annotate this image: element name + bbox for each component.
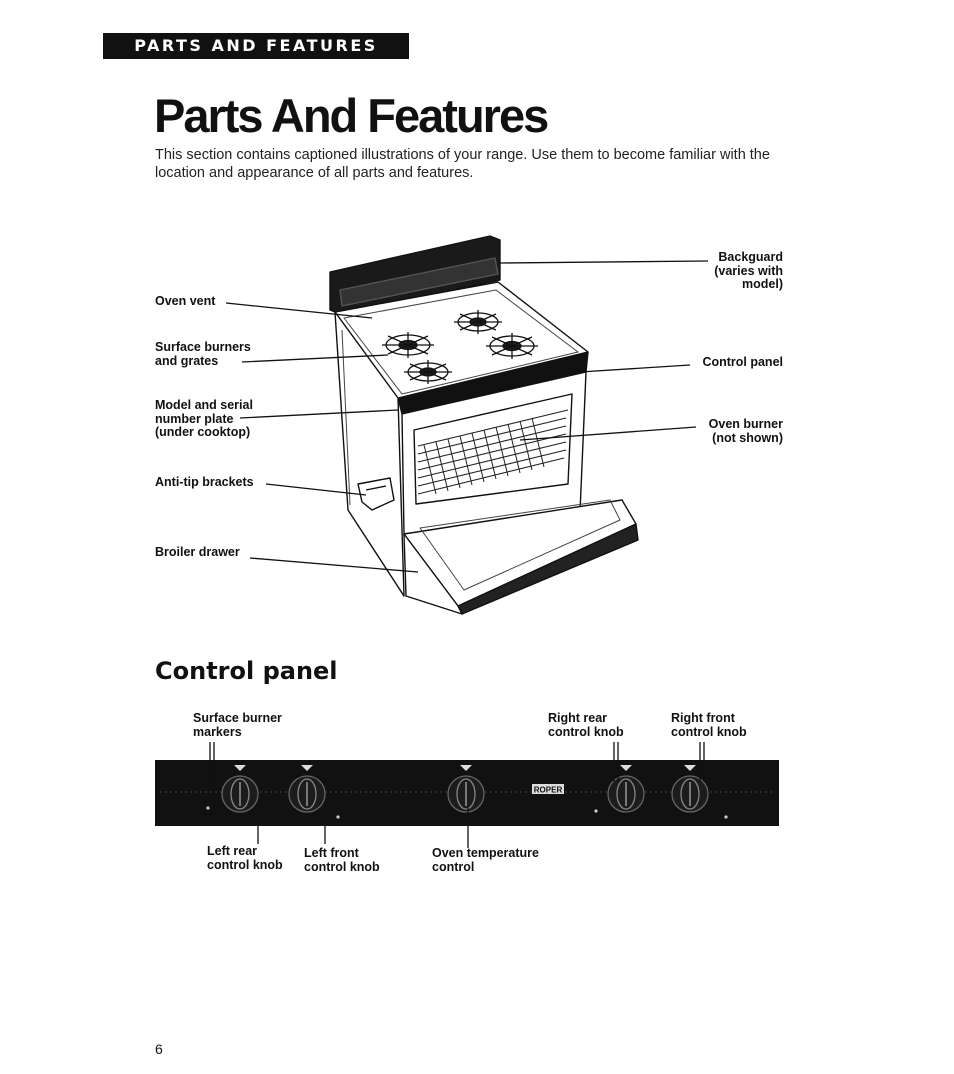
label-surface-burners-line1: Surface burners <box>155 340 251 354</box>
label-backguard-line1: Backguard <box>718 250 783 264</box>
label-right-rear-line1: Right rear <box>548 711 608 725</box>
marker-left-front <box>301 765 313 771</box>
brand-badge-text: ROPER <box>534 786 563 795</box>
leader-backguard <box>499 260 709 264</box>
label-right-front-line1: Right front <box>671 711 735 725</box>
leader-anti-tip <box>265 483 367 496</box>
leader-broiler <box>249 557 419 573</box>
label-right-rear-line2: control knob <box>548 724 624 739</box>
page-number: 6 <box>155 1041 163 1057</box>
label-oven-temperature-control: Oven temperature control <box>432 846 539 874</box>
label-backguard-line3: model) <box>742 277 783 291</box>
leader-model-plate <box>239 409 399 419</box>
label-right-front-knob: Right front control knob <box>671 711 747 739</box>
marker-oven-temp <box>460 765 472 771</box>
leader-control-panel <box>579 364 691 373</box>
label-right-front-line2: control knob <box>671 724 747 739</box>
page-title: Parts And Features <box>154 89 549 142</box>
label-left-front-line2: control knob <box>304 859 380 874</box>
section-header-bar: PARTS AND FEATURES <box>103 33 409 59</box>
label-left-rear-line2: control knob <box>207 857 283 872</box>
label-left-front-line1: Left front <box>304 846 359 860</box>
intro-paragraph: This section contains captioned illustra… <box>155 147 770 181</box>
marker-right-rear <box>620 765 632 771</box>
label-control-panel: Control panel <box>702 355 783 369</box>
label-surface-burner-markers: Surface burner markers <box>193 711 282 739</box>
oven-temperature-knob <box>447 775 485 813</box>
surface-burners <box>382 310 538 384</box>
label-surface-markers-line2: markers <box>193 724 242 739</box>
label-oven-temp-line2: control <box>432 859 475 874</box>
label-model-serial-plate: Model and serial number plate (under coo… <box>155 398 253 440</box>
label-backguard-line2: (varies with <box>714 263 783 278</box>
leader-surface-burners <box>241 354 389 363</box>
label-left-front-knob: Left front control knob <box>304 846 380 874</box>
control-panel-heading: Control panel <box>155 657 338 685</box>
label-broiler-drawer: Broiler drawer <box>155 545 240 559</box>
label-model-serial-line3: (under cooktop) <box>155 425 251 439</box>
leader-oven-vent <box>225 302 373 319</box>
label-model-serial-line1: Model and serial <box>155 398 253 412</box>
left-front-knob <box>288 775 326 813</box>
label-anti-tip-brackets: Anti-tip brackets <box>155 475 254 489</box>
right-front-knob <box>671 775 709 813</box>
left-rear-knob <box>221 775 259 813</box>
label-model-serial-line2: number plate <box>155 411 234 426</box>
label-right-rear-knob: Right rear control knob <box>548 711 624 739</box>
label-surface-markers-line1: Surface burner <box>193 711 282 725</box>
right-rear-knob <box>607 775 645 813</box>
label-oven-temp-line1: Oven temperature <box>432 846 539 860</box>
label-surface-burners: Surface burners and grates <box>155 340 251 368</box>
leader-oven-burner <box>519 426 697 441</box>
brand-badge <box>532 784 564 794</box>
label-left-rear-line1: Left rear <box>207 844 258 858</box>
label-oven-burner: Oven burner (not shown) <box>708 417 783 445</box>
label-oven-vent: Oven vent <box>155 294 216 308</box>
label-left-rear-knob: Left rear control knob <box>207 844 283 872</box>
marker-right-front <box>684 765 696 771</box>
label-oven-burner-line2: (not shown) <box>712 430 783 445</box>
label-surface-burners-line2: and grates <box>155 353 219 368</box>
label-backguard: Backguard (varies with model) <box>714 250 783 292</box>
label-oven-burner-line1: Oven burner <box>708 417 783 431</box>
marker-left-rear <box>234 765 246 771</box>
